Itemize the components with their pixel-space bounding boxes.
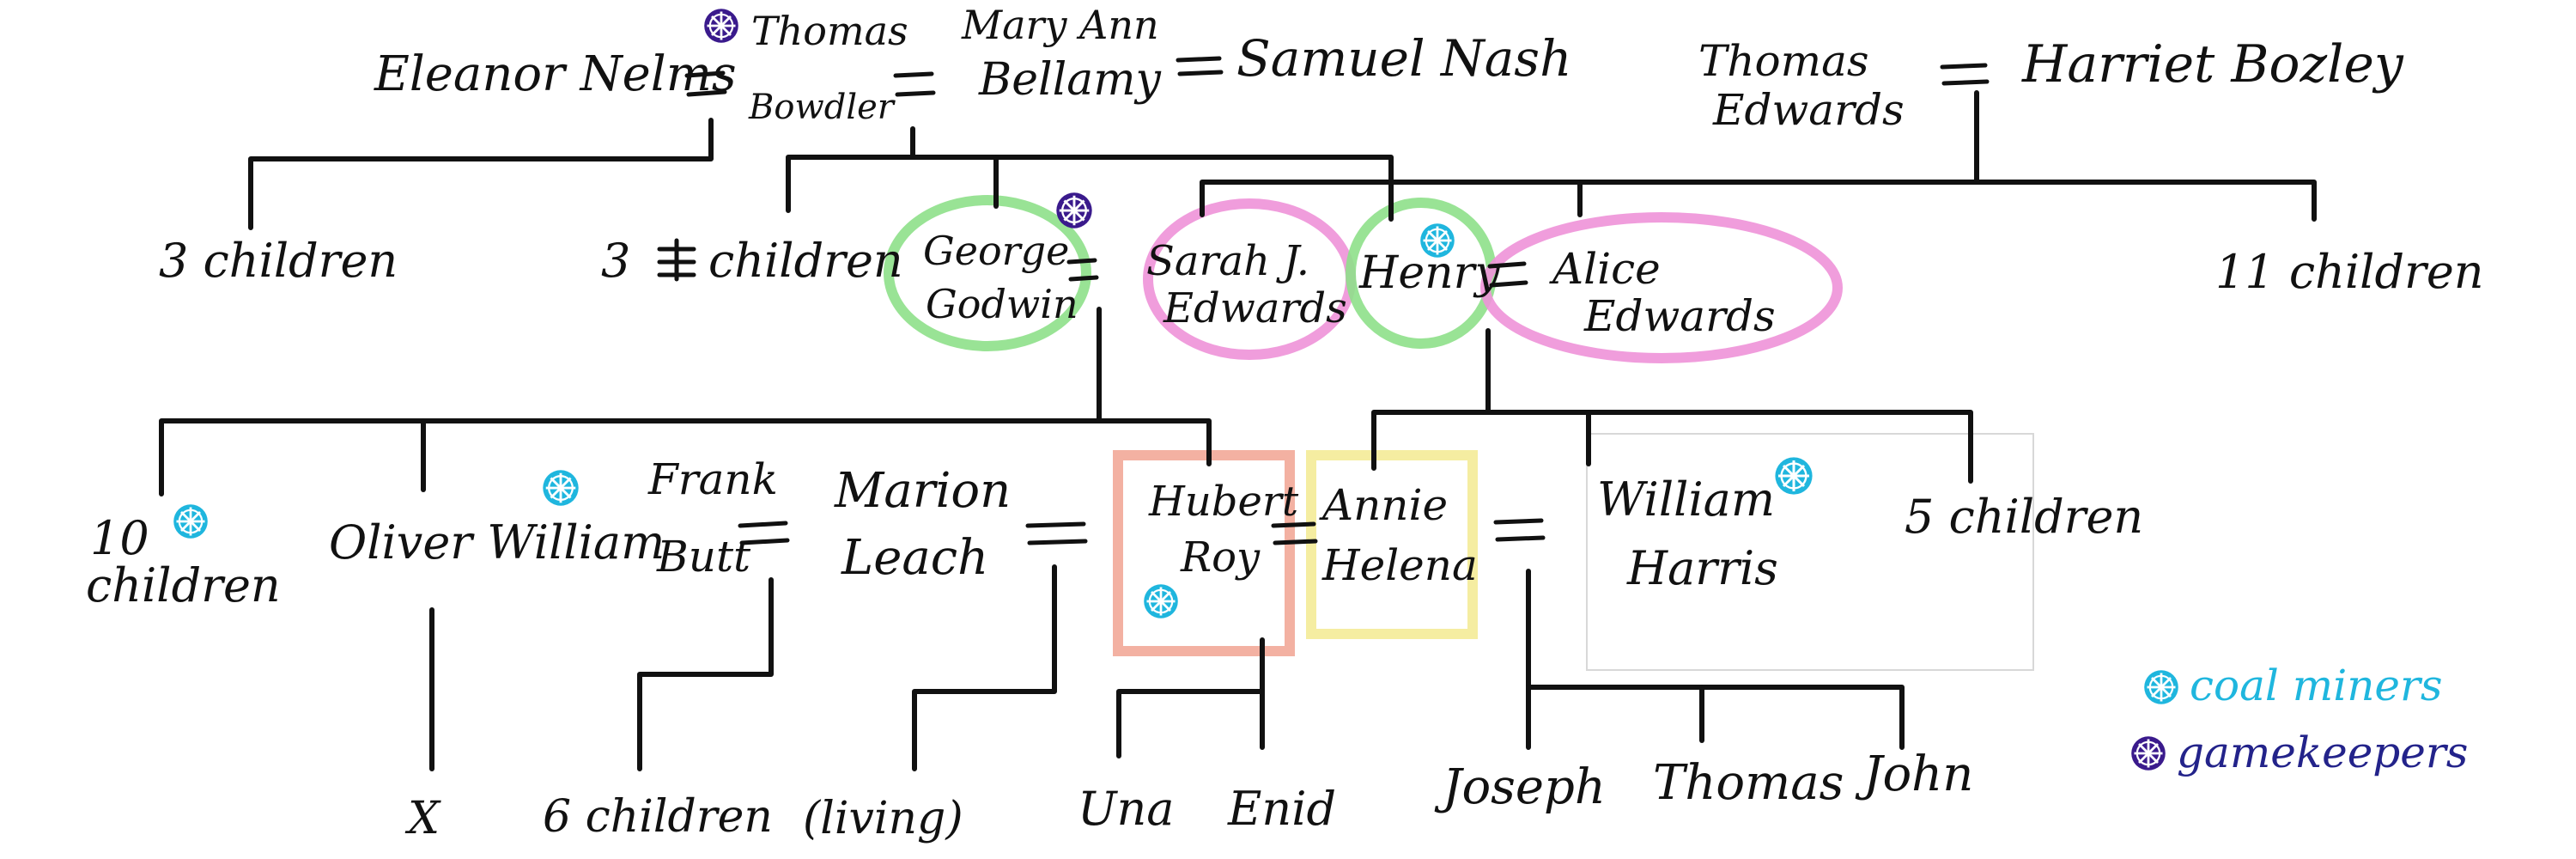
alice-edwards-pink-circle [1480,212,1843,363]
name-hubert-roy-last: Roy [1180,533,1261,582]
label-5-children: 5 children [1905,490,2143,544]
coal-miner-wheel-icon-hubert-roy [1142,582,1180,620]
highlight-shapes [884,195,2034,671]
line-henry-family-bar [1371,410,1973,484]
scribble-crossout-mark [657,238,696,282]
line-frank-down [637,577,774,771]
name-mary-ann-bellamy-last: Bellamy [978,54,1162,106]
line-edwards-family-bar [1200,180,2317,222]
hubert-roy-salmon-box [1113,450,1295,656]
legend: coal miners gamekeepers [2129,661,2468,777]
equals-annie-william [1493,518,1546,542]
gamekeeper-wheel-icon-george-godwin [1054,191,1094,230]
label-3-children-second-family: 3 children [601,234,903,288]
generation-2: 3 children 3 children George Godwin Sara… [159,228,2484,341]
name-frank-butt-last: Butt [656,532,751,582]
line-marion-down [912,564,1057,771]
name-marion-leach-first: Marion [834,463,1011,519]
label-6-children: 6 children [543,791,773,843]
name-william-harris-last: Harris [1626,541,1778,595]
generation-4: X 6 children (living) Una Enid Joseph Th… [404,746,1973,844]
name-henry: Henry [1358,247,1500,299]
william-harris-faint-box [1586,433,2034,671]
line-eleanor-bowdler-down [248,118,714,230]
name-thomas-bowdler-first: Thomas [751,8,908,54]
gamekeeper-wheel-icon-thomas-bowdler [702,7,740,45]
coal-miner-wheel-icon-henry [1419,222,1456,259]
marriage-signs [684,56,1990,545]
equals-bellamy-nash [1176,56,1224,76]
name-joseph: Joseph [1434,759,1606,815]
name-samuel-nash: Samuel Nash [1236,29,1571,88]
equals-frank-marion [738,521,790,545]
name-thomas-bowdler-last: Bowdler [748,88,896,127]
equals-henry-alice [1487,261,1528,288]
name-hubert-roy-first: Hubert [1148,478,1299,526]
equals-marion-hubert [1025,521,1088,545]
george-godwin-green-circle [884,195,1091,351]
legend-label-gamekeepers: gamekeepers [2177,728,2468,777]
equals-edwards-bozley [1940,63,1990,86]
annie-helena-yellow-box [1306,450,1478,639]
generation-1: Eleanor Nelms Thomas Bowdler Mary Ann Be… [374,2,2404,135]
name-annie-helena-last: Helena [1321,540,1478,590]
label-11-children: 11 children [2215,245,2484,299]
line-george-family-bar [159,418,1212,497]
label-10-children-count: 10 [90,511,149,565]
name-alice-edwards-first: Alice [1549,244,1661,294]
equals-bowdler-bellamy [893,71,936,97]
equals-hubert-annie [1271,521,1318,545]
generation-3: 10 children Oliver William Frank Butt Ma… [86,454,2143,612]
equals-george-sarah [1066,258,1099,282]
name-william-harris-first: William [1597,472,1775,527]
name-oliver-william: Oliver William [329,515,665,570]
label-3-children-second-word: children [708,234,903,288]
gamekeeper-wheel-icon-legend [2129,734,2167,772]
line-una-enid-bar [1116,689,1265,758]
name-george-godwin-first: George [923,228,1069,274]
label-x-no-issue: X [404,793,441,844]
label-10-children-word: children [86,558,281,612]
name-enid: Enid [1227,782,1336,836]
name-eleanor-nelms: Eleanor Nelms [374,46,737,102]
label-3-children-first-family: 3 children [159,234,398,288]
label-living: (living) [803,793,963,844]
name-marion-leach-last: Leach [841,530,988,586]
line-harris-children-bar [1526,685,1905,750]
legend-label-coal-miners: coal miners [2190,661,2443,710]
name-harriet-bozley: Harriet Bozley [2021,34,2404,94]
name-alice-edwards-last: Edwards [1583,291,1776,341]
name-george-godwin-last: Godwin [926,281,1078,327]
line-second-family-bar [786,155,1394,222]
coal-miner-wheel-icon-legend [2142,668,2180,706]
name-thomas-edwards-last: Edwards [1712,85,1905,135]
tree-lines [159,90,2317,771]
name-una: Una [1078,782,1174,836]
coal-miner-wheel-icon-10-children [172,503,210,540]
coal-miner-wheel-icon-oliver-william [541,468,580,508]
name-thomas-edwards-first: Thomas [1698,36,1869,86]
name-thomas-child: Thomas [1653,755,1844,811]
coal-miner-wheel-icon-william-harris [1773,455,1814,497]
name-john: John [1855,746,1973,802]
name-annie-helena-first: Annie [1319,480,1448,530]
name-sarah-edwards-first: Sarah J. [1146,237,1309,285]
equals-eleanor-bowdler [684,70,727,97]
label-3-children-second-count: 3 [601,234,630,288]
name-mary-ann-bellamy-first: Mary Ann [961,2,1159,48]
name-frank-butt-first: Frank [647,454,778,504]
name-sarah-edwards-last: Edwards [1163,284,1347,332]
